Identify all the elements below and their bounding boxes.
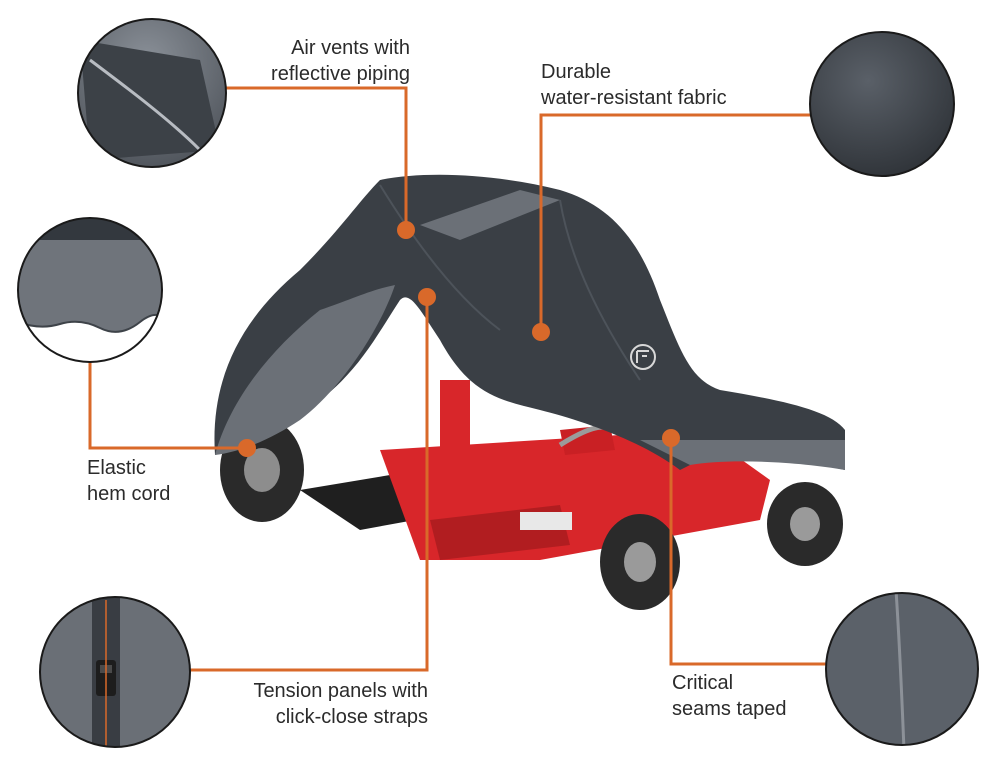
callout-elastic: Elastic hem cord bbox=[87, 455, 170, 507]
detail-taped-seams bbox=[825, 592, 979, 746]
callout-tension: Tension panels with click-close straps bbox=[253, 678, 428, 730]
callout-air-vents-line1: Air vents with bbox=[291, 37, 410, 59]
callout-lines bbox=[88, 86, 826, 672]
callout-fabric-line1: Durable bbox=[541, 61, 612, 83]
line-tension bbox=[188, 297, 429, 672]
line-fabric bbox=[539, 113, 812, 332]
detail-elastic-hem bbox=[17, 217, 163, 363]
detail-air-vents bbox=[77, 18, 227, 168]
callout-dots bbox=[238, 221, 680, 457]
callout-tension-line2: click-close straps bbox=[275, 706, 428, 728]
detail-fabric bbox=[809, 31, 955, 177]
line-elastic bbox=[88, 360, 247, 450]
callout-air-vents: Air vents with reflective piping bbox=[271, 35, 410, 87]
callout-seams-line1: Critical bbox=[672, 672, 734, 694]
line-air-vents bbox=[226, 86, 408, 230]
callout-elastic-line2: hem cord bbox=[87, 483, 171, 505]
callout-fabric-line2: water-resistant fabric bbox=[541, 87, 727, 109]
callout-seams-line2: seams taped bbox=[672, 698, 787, 720]
callout-elastic-line1: Elastic bbox=[87, 457, 146, 479]
detail-tension-strap bbox=[39, 596, 191, 748]
callout-tension-line1: Tension panels with bbox=[253, 680, 428, 702]
warning-label bbox=[520, 512, 572, 530]
brand-logo-icon bbox=[630, 344, 656, 370]
line-seams bbox=[669, 438, 826, 666]
callout-fabric: Durable water-resistant fabric bbox=[541, 59, 727, 111]
callout-seams: Critical seams taped bbox=[672, 670, 787, 722]
mower-cover bbox=[214, 174, 845, 470]
callout-air-vents-line2: reflective piping bbox=[271, 63, 410, 85]
